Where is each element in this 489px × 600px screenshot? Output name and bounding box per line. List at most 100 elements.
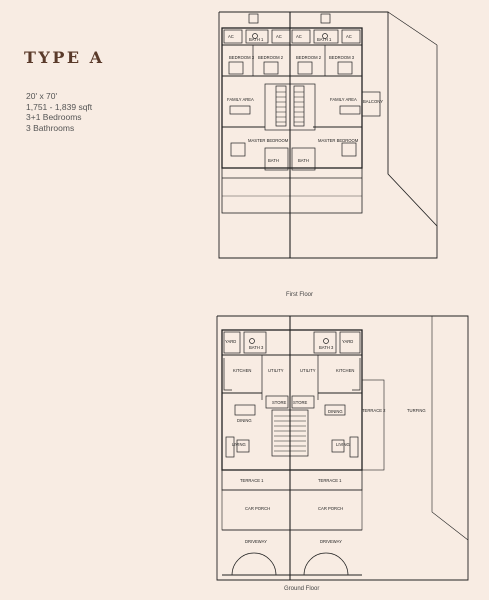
- bathroom-count: 3 Bathrooms: [26, 122, 75, 133]
- label-bedroom2: BEDROOM 2: [296, 55, 322, 60]
- label-yard: YARD: [342, 339, 353, 344]
- kitchen-counter: [223, 358, 232, 391]
- label-bath3: BATH 3: [249, 345, 264, 350]
- bed-icon: [228, 61, 244, 75]
- roof-element: [248, 13, 259, 24]
- sofa-icon: [349, 436, 359, 458]
- bath-room: [243, 331, 267, 354]
- store-room: [291, 395, 315, 409]
- label-car-porch: CAR PORCH: [318, 506, 343, 511]
- bedroom-count: 3+1 Bedrooms: [26, 112, 82, 122]
- unit-specs: 20' x 70' 1,751 - 1,839 sqft 3+1 Bedroom…: [26, 91, 92, 133]
- bed-icon: [297, 61, 313, 75]
- label-driveway: DRIVEWAY: [320, 539, 342, 544]
- sofa-icon: [229, 105, 251, 115]
- unit-type-title: TYPE A: [24, 48, 105, 67]
- ground-floor-caption: Ground Floor: [284, 586, 320, 592]
- gate-swing: [253, 552, 277, 576]
- ac-ledge: [341, 29, 361, 44]
- stair-flight: [293, 85, 305, 127]
- lot-size: 20' x 70': [26, 91, 58, 101]
- stair-well: [271, 409, 309, 457]
- turfing-boundary: [362, 315, 469, 541]
- label-master-bedroom: MASTER BEDROOM: [318, 138, 359, 143]
- kitchen-counter: [352, 358, 361, 391]
- master-bath: [291, 147, 316, 171]
- label-kitchen: KITCHEN: [336, 368, 354, 373]
- label-dining: DINING: [328, 409, 343, 414]
- label-bedroom3: BEDROOM 3: [229, 55, 255, 60]
- label-driveway: DRIVEWAY: [245, 539, 267, 544]
- label-store: STORE: [272, 400, 287, 405]
- toilet-icon: [322, 33, 328, 39]
- first-floor-labels: AC AC AC AC BATH 1 BATH 1 BEDROOM 3 BEDR…: [227, 34, 383, 163]
- bed-icon: [337, 61, 353, 75]
- label-kitchen: KITCHEN: [233, 368, 251, 373]
- site-boundary-edge: [387, 11, 438, 46]
- label-living: LIVING: [336, 442, 350, 447]
- coffee-table-icon: [236, 439, 250, 453]
- label-balcony: BALCONY: [363, 99, 383, 104]
- label-terrace-1: TERRACE 1: [318, 478, 342, 483]
- label-ac: AC: [276, 34, 282, 39]
- label-living: LIVING: [232, 442, 246, 447]
- site-boundary: [216, 315, 469, 581]
- gate-swing: [231, 552, 255, 576]
- label-bedroom2: BEDROOM 2: [258, 55, 284, 60]
- type-label: TYPE: [24, 48, 82, 67]
- toilet-icon: [323, 338, 329, 344]
- terrace-2: [361, 379, 385, 471]
- label-bath: BATH: [298, 158, 309, 163]
- label-dining: DINING: [237, 418, 252, 423]
- ground-floor-labels: YARD BATH 3 BATH 3 YARD UTILITY UTILITY …: [225, 339, 426, 544]
- label-store: STORE: [293, 400, 308, 405]
- yard: [223, 331, 241, 354]
- roof-element: [320, 13, 331, 24]
- label-terrace-2: TERRACE 2: [362, 408, 386, 413]
- sofa-icon: [339, 105, 361, 115]
- label-utility: UTILITY: [300, 368, 316, 373]
- label-bath: BATH: [268, 158, 279, 163]
- label-family-area: FAMILY AREA: [227, 97, 254, 102]
- coffee-table-icon: [331, 439, 345, 453]
- bath-room: [313, 331, 337, 354]
- porch-roof: [221, 167, 363, 214]
- label-car-porch: CAR PORCH: [245, 506, 270, 511]
- gate-swing: [303, 552, 327, 576]
- yard: [339, 331, 361, 354]
- bath-room: [245, 29, 269, 44]
- label-ac: AC: [346, 34, 352, 39]
- bath-room: [313, 29, 339, 44]
- toilet-icon: [249, 338, 255, 344]
- bed-icon: [230, 142, 246, 157]
- sofa-icon: [225, 436, 235, 458]
- label-family-area: FAMILY AREA: [330, 97, 357, 102]
- label-yard: YARD: [225, 339, 236, 344]
- stair-treads: [274, 415, 306, 452]
- label-terrace-1: TERRACE 1: [240, 478, 264, 483]
- store-room: [265, 395, 289, 409]
- dining-table-icon: [324, 404, 346, 416]
- built-up-area: 1,751 - 1,839 sqft: [26, 101, 93, 112]
- gate-swing: [325, 552, 349, 576]
- stair-treads: [276, 91, 304, 123]
- label-ac: AC: [228, 34, 234, 39]
- balcony: [361, 91, 381, 117]
- bed-icon: [263, 61, 279, 75]
- bed-icon: [341, 142, 357, 157]
- master-bath: [264, 147, 289, 171]
- label-bedroom3: BEDROOM 3: [329, 55, 355, 60]
- ac-ledge: [271, 29, 291, 44]
- label-bath1: BATH 1: [317, 37, 332, 42]
- first-floor-caption: First Floor: [286, 292, 313, 298]
- label-utility: UTILITY: [268, 368, 284, 373]
- toilet-icon: [252, 33, 258, 39]
- label-bath3: BATH 3: [319, 345, 334, 350]
- stair-well: [264, 83, 316, 131]
- stair-flight: [275, 85, 287, 127]
- type-letter: A: [89, 48, 105, 67]
- label-turfing: TURFING: [407, 408, 426, 413]
- label-master-bedroom: MASTER BEDROOM: [248, 138, 289, 143]
